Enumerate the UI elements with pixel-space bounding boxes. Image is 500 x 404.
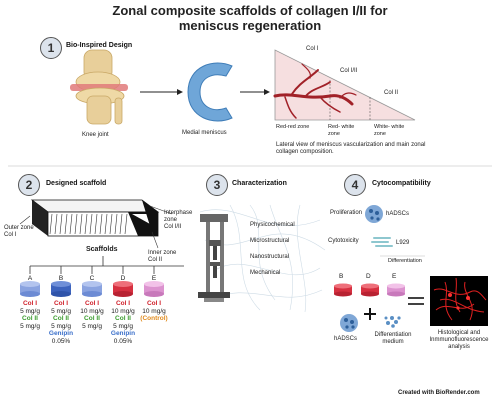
cylinder-b	[51, 281, 71, 297]
cylinder-a	[20, 281, 40, 297]
col12-label: Col I/II	[340, 68, 358, 74]
step-4-badge: 4	[344, 174, 366, 196]
char-item-nanostructural: Nanostructural	[250, 254, 290, 260]
differentiation-label: Differentiation	[388, 258, 422, 264]
meniscus-label: Medial meniscus	[182, 130, 227, 136]
equals-icon	[408, 297, 424, 305]
cylinder-e	[144, 281, 164, 297]
hadscs-label-2: hADSCs	[334, 336, 358, 342]
group-d-composition: Col I 10 mg/g Col II 5 mg/g Genipin 0.05…	[110, 300, 136, 345]
group-letter-b: B	[58, 275, 64, 282]
step-2-badge: 2	[18, 174, 40, 196]
diff-letter-d: D	[366, 273, 371, 280]
hadscs-label-1: hADSCs	[386, 211, 410, 217]
l929-cell-icon	[371, 237, 393, 247]
group-letter-c: C	[89, 275, 95, 282]
diff-cylinders	[334, 283, 405, 297]
hadscs-cell-icon-1	[365, 205, 383, 223]
char-item-physicochemical: Physicochemical	[250, 222, 295, 228]
zone-red-white: Red- white zone	[328, 124, 355, 137]
section-1-caption: Lateral view of meniscus vascularization…	[276, 142, 426, 155]
group-a-composition: Col I 5 mg/g Col II 5 mg/g	[20, 300, 40, 330]
plus-icon	[364, 308, 376, 320]
group-c-composition: Col I 10 mg/g Col II 5 mg/g	[80, 300, 104, 330]
step-3-badge: 3	[206, 174, 228, 196]
char-item-microstructural: Microstructural	[250, 238, 290, 244]
histological-analysis-label: Histological and Inmmunofluorescence ana…	[429, 330, 489, 350]
fluorescence-image	[430, 276, 488, 326]
group-e-composition: Col I 10 mg/g (Control)	[140, 300, 168, 322]
scaffold-tree-lines	[29, 256, 184, 274]
col2-label: Col II	[384, 90, 399, 96]
char-item-mechanical: Mechanical	[250, 270, 281, 276]
title-line-1: Zonal composite scaffolds of collagen I/…	[112, 3, 388, 18]
knee-joint-illustration	[70, 49, 128, 125]
medial-meniscus-shape	[187, 62, 233, 122]
group-b-composition: Col I 5 mg/g Col II 5 mg/g Genipin 0.05%	[48, 300, 74, 345]
cylinder-d	[113, 281, 133, 297]
section-2-title: Designed scaffold	[46, 180, 107, 187]
zone-red-red: Red-red zone	[276, 124, 310, 130]
vascularization	[273, 63, 357, 119]
collagen-fibers	[199, 204, 326, 313]
diff-letter-b: B	[339, 273, 344, 280]
biorender-credit: Created with BioRender.com	[398, 390, 480, 396]
group-letter-a: A	[27, 275, 33, 282]
l929-label: L929	[396, 240, 410, 246]
cytotoxicity-label: Cytotoxicity	[328, 238, 359, 244]
section-3-title: Characterization	[232, 180, 287, 187]
scaffold-cylinders	[20, 281, 164, 297]
hadscs-cell-icon-2	[340, 314, 358, 332]
col1-label: Col I	[306, 46, 319, 52]
step-1-badge: 1	[40, 37, 62, 59]
section-1-title: Bio-Inspired Design	[66, 42, 133, 49]
knee-joint-label: Knee joint	[82, 132, 109, 138]
title-line-2: meniscus regeneration	[178, 18, 322, 33]
cylinder-c	[82, 281, 102, 297]
group-letter-d: D	[120, 275, 126, 282]
mechanical-tester	[198, 214, 230, 302]
scaffolds-label: Scaffolds	[86, 246, 118, 253]
medium-icon	[384, 316, 401, 328]
group-letter-e: E	[151, 275, 157, 282]
page-title: Zonal composite scaffolds of collagen I/…	[0, 3, 500, 33]
diff-letter-e: E	[392, 273, 397, 280]
differentiation-medium-label: Differentiation medium	[374, 332, 412, 345]
zone-white-white: White- white zone	[374, 124, 405, 137]
zonal-triangle	[274, 49, 416, 121]
scaffold-block	[30, 199, 160, 237]
proliferation-label: Proliferation	[330, 210, 363, 216]
section-4-title: Cytocompatibility	[372, 180, 431, 187]
